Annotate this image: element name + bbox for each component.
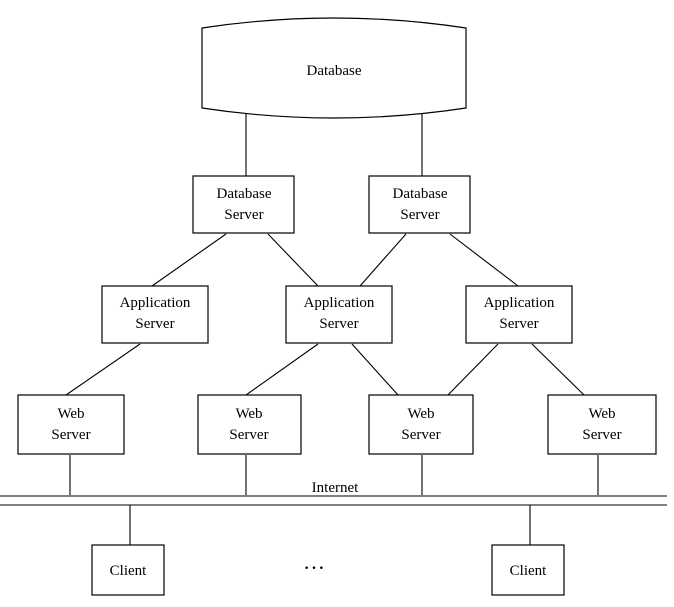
web-server-3: Web Server (368, 394, 474, 455)
database-server-label-line1: Database (217, 186, 272, 202)
web-server-box (17, 394, 125, 455)
web-server-2: Web Server (197, 394, 302, 455)
client-1: Client (91, 544, 165, 596)
application-server-1: Application Server (101, 285, 209, 344)
connector-app-server-2-to-web-server-2 (245, 343, 319, 396)
application-server-label-line1: Application (484, 295, 555, 311)
web-server-label-line1: Web (235, 406, 262, 422)
database-icon (201, 17, 467, 119)
database-server-1: Database Server (192, 175, 295, 234)
application-server-label-line2: Server (499, 316, 538, 332)
connector-app-server-3-to-web-server-3 (447, 343, 499, 396)
connector-db-server-2-to-app-server-3 (449, 233, 519, 287)
web-server-box (547, 394, 657, 455)
client-label: Client (510, 563, 547, 579)
internet-label: Internet (312, 480, 359, 496)
web-server-label-line2: Server (51, 427, 90, 443)
database-server-label-line2: Server (400, 207, 439, 223)
application-server-box (285, 285, 393, 344)
web-server-box (368, 394, 474, 455)
client-box (91, 544, 165, 596)
web-server-4: Web Server (547, 394, 657, 455)
web-server-label-line2: Server (582, 427, 621, 443)
database-node: Database (201, 17, 467, 119)
web-server-box (197, 394, 302, 455)
database-server-box (192, 175, 295, 234)
ellipsis-more-clients: … (303, 549, 325, 574)
database-server-label-line1: Database (393, 186, 448, 202)
web-server-label-line1: Web (588, 406, 615, 422)
connector-app-server-3-to-web-server-4 (531, 343, 585, 396)
client-2: Client (491, 544, 565, 596)
client-label: Client (110, 563, 147, 579)
internet-bus: Internet (0, 480, 667, 506)
database-server-label-line2: Server (224, 207, 263, 223)
connector-db-server-2-to-app-server-2 (359, 233, 407, 287)
web-server-1: Web Server (17, 394, 125, 455)
application-server-label-line2: Server (319, 316, 358, 332)
database-label: Database (307, 63, 362, 79)
web-server-label-line1: Web (407, 406, 434, 422)
application-server-box (465, 285, 573, 344)
application-server-label-line1: Application (120, 295, 191, 311)
connector-db-server-1-to-app-server-2 (267, 233, 319, 287)
database-server-2: Database Server (368, 175, 471, 234)
connector-db-server-1-to-app-server-1 (151, 233, 227, 287)
connector-app-server-1-to-web-server-1 (65, 343, 141, 396)
web-server-label-line2: Server (229, 427, 268, 443)
application-server-3: Application Server (465, 285, 573, 344)
database-server-box (368, 175, 471, 234)
web-server-label-line1: Web (57, 406, 84, 422)
client-box (491, 544, 565, 596)
application-server-label-line1: Application (304, 295, 375, 311)
application-server-2: Application Server (285, 285, 393, 344)
application-server-box (101, 285, 209, 344)
connectors (65, 110, 599, 545)
application-server-label-line2: Server (135, 316, 174, 332)
web-server-label-line2: Server (401, 427, 440, 443)
connector-app-server-2-to-web-server-3 (351, 343, 399, 396)
